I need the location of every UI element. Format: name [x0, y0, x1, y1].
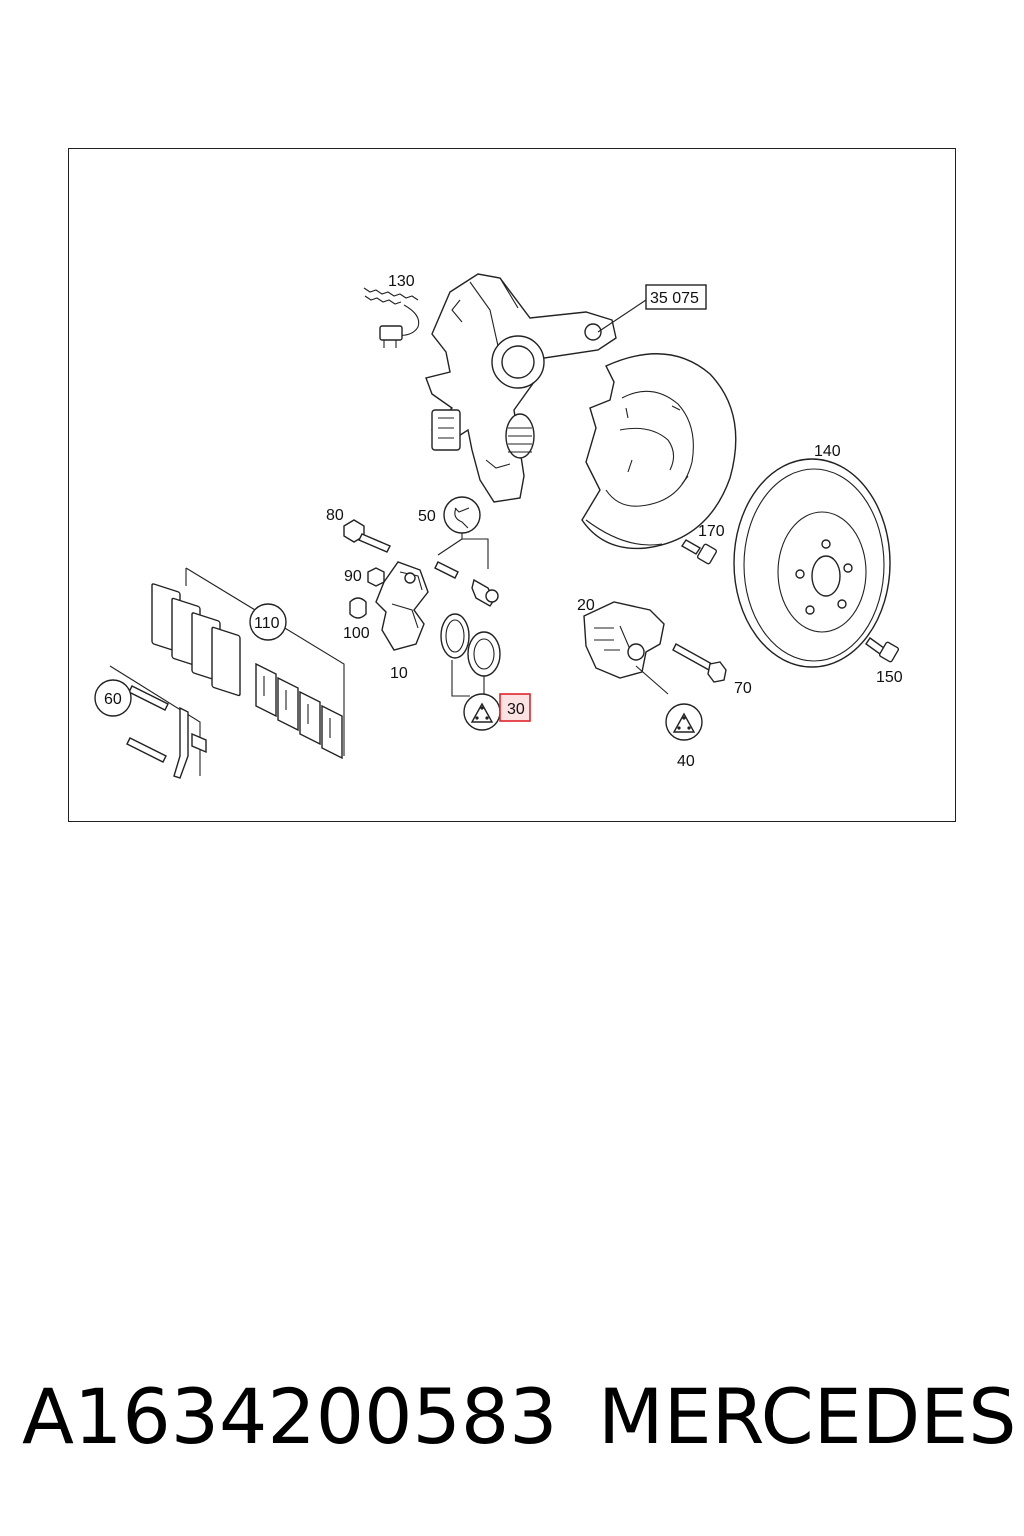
- callout-30-highlight: [499, 693, 531, 722]
- callout-60-circle: [94, 679, 132, 717]
- pins-part: [109, 665, 207, 779]
- repair-kit-40-icon: [665, 703, 703, 741]
- callout-140: 140: [814, 443, 841, 460]
- repair-kit-icon: [463, 693, 501, 731]
- caliper-10-part: [375, 561, 429, 651]
- callout-20: 20: [577, 597, 595, 614]
- callout-170: 170: [698, 523, 725, 540]
- dust-shield-part: [581, 353, 737, 550]
- piston-seals-part: [440, 613, 501, 697]
- bolt-170-part: [681, 539, 718, 565]
- bolt-70-part: [672, 643, 727, 683]
- callout-150: 150: [876, 669, 903, 686]
- wheel-carrier-part: [425, 273, 617, 503]
- callout-10: 10: [390, 665, 408, 682]
- callout-100: 100: [343, 625, 370, 642]
- caliper-20-part: [583, 601, 669, 695]
- bolt-150-part: [865, 637, 900, 663]
- brake-disc-part: [733, 458, 891, 668]
- callout-60: 60: [104, 691, 122, 708]
- bolt-80-part: [343, 519, 391, 553]
- callout-110-circle: [249, 603, 287, 641]
- part-number: A1634200583: [22, 1372, 558, 1461]
- callout-35075-box: [645, 284, 707, 310]
- callout-70: 70: [734, 680, 752, 697]
- wear-sensor-part: [363, 287, 420, 348]
- callout-130: 130: [388, 273, 415, 290]
- brake-pads-part: [151, 567, 345, 756]
- callout-90: 90: [344, 568, 362, 585]
- wrench-icon: [437, 496, 489, 569]
- bleed-valve-part: [367, 567, 385, 587]
- guide-pins-part: [434, 561, 499, 607]
- callout-35075: 35 075: [650, 290, 699, 307]
- callout-50: 50: [418, 508, 436, 525]
- brand-name: MERCEDES: [598, 1372, 1017, 1461]
- callout-40: 40: [677, 753, 695, 770]
- callout-30: 30: [507, 701, 525, 718]
- cap-part: [349, 597, 367, 619]
- callout-80: 80: [326, 507, 344, 524]
- pad-springs-part: [255, 662, 343, 760]
- callout-110: 110: [254, 615, 280, 632]
